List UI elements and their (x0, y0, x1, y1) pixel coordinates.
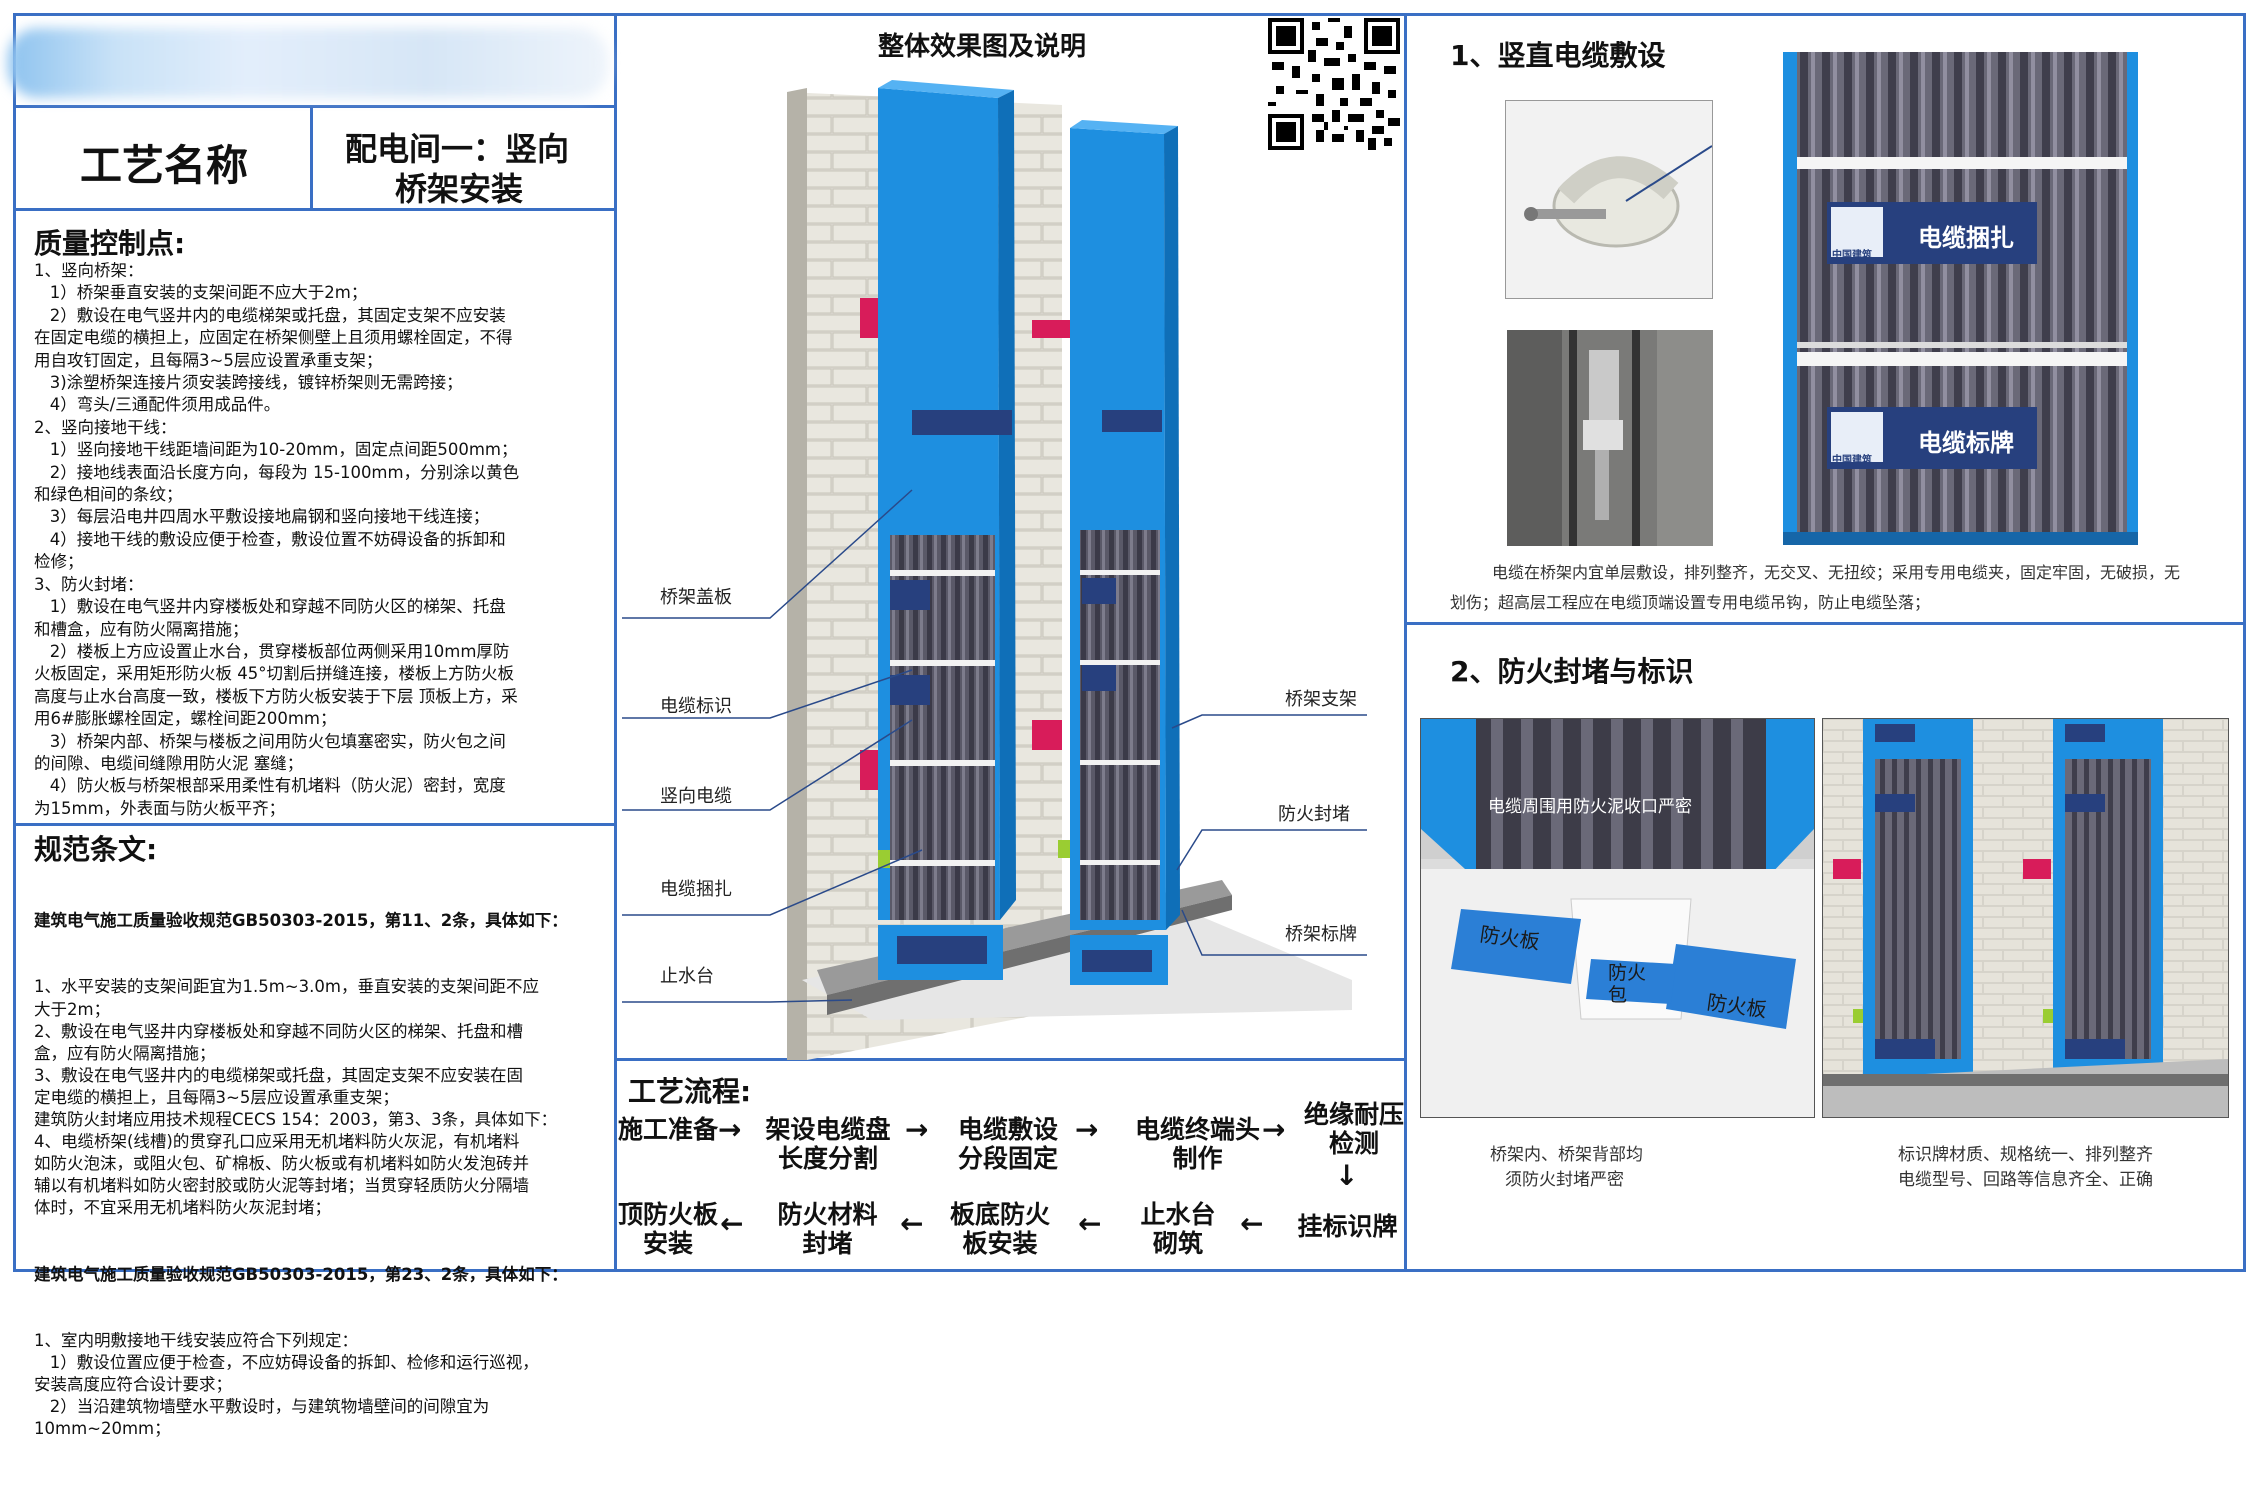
process-name-line2: 桥架安装 (395, 170, 524, 208)
section1-title: 1、竖直电缆敷设 (1450, 39, 1666, 72)
spec-line-3: 1、室内明敷接地干线安装应符合下列规定： 1）敷设位置应便于检查，不应妨碍设备的… (34, 1330, 539, 1439)
flow-arrow: ← (900, 1207, 924, 1240)
brand-label-1: 中国建筑 (1832, 250, 1872, 261)
section2-caption-right-2: 电缆型号、回路等信息齐全、正确 (1898, 1170, 2153, 1190)
flow-step-bottom-board: 板底防火 板安装 (949, 1200, 1050, 1258)
tray-rendering (622, 80, 1367, 1060)
center-title: 整体效果图及说明 (878, 32, 1087, 62)
spec-title: 规范条文: (34, 833, 158, 866)
quality-title: 质量控制点: (34, 227, 186, 260)
bundle-label: 电缆捆扎 (1918, 224, 2014, 252)
section2-caption-left-1: 桥架内、桥架背部均 (1490, 1145, 1643, 1165)
blurred-logo (8, 28, 608, 98)
flow-step-hang-label: 挂标识牌 (1297, 1212, 1398, 1241)
section2-title: 2、防火封堵与标识 (1450, 655, 1694, 688)
flow-arrow: → (718, 1113, 742, 1146)
board-mid-label: 防火 包 (1608, 962, 1647, 1006)
divider-header (13, 105, 615, 108)
flow-title: 工艺流程: (628, 1075, 752, 1108)
flow-arrow: → (1075, 1113, 1099, 1146)
callout-water-curb: 止水台 (660, 966, 714, 987)
flow-step-top-board: 顶防火板 安装 (618, 1200, 719, 1258)
spec-line-1: 1、水平安装的支架间距宜为1.5m~3.0m，垂直安装的支架间距不应 大于2m；… (34, 977, 558, 1218)
spec-line-0: 建筑电气施工质量验收规范GB50303-2015，第11、2条，具体如下： (34, 911, 568, 931)
photo-cable-bundle (1783, 52, 2138, 545)
divider-title (13, 208, 615, 211)
outer-frame (13, 13, 2246, 1272)
callout-firestop: 防火封堵 (1278, 804, 1350, 825)
page: 工艺名称 配电间一：竖向 桥架安装 质量控制点: 1、竖向桥架： 1）桥架垂直安… (8, 13, 2246, 1438)
callout-cover: 桥架盖板 (660, 587, 732, 608)
tray-left (860, 80, 1016, 980)
callout-bracket: 桥架支架 (1285, 689, 1357, 710)
firestop-note: 电缆周围用防火泥收口严密 (1488, 797, 1692, 817)
callout-lines (622, 489, 1367, 1003)
divider-left (614, 13, 617, 1272)
flow-arrow: → (905, 1113, 929, 1146)
flow-step-cable-reel: 架设电缆盘 长度分割 (765, 1115, 891, 1173)
divider-center-flow (614, 1058, 1405, 1061)
brand-label-2: 中国建筑 (1832, 455, 1872, 466)
spec-line-2: 建筑电气施工质量验收规范GB50303-2015，第23、2条，具体如下： (34, 1264, 568, 1284)
photo-identification (1822, 718, 2229, 1118)
flow-arrow: ← (720, 1207, 744, 1240)
divider-quality-spec (13, 823, 615, 826)
process-name-line1: 配电间一：竖向 (345, 130, 570, 168)
callout-tray-plate: 桥架标牌 (1285, 924, 1357, 945)
tag-label: 电缆标牌 (1918, 429, 2014, 457)
section2-caption-left-2: 须防火封堵严密 (1505, 1170, 1624, 1190)
photo-hanger (1507, 330, 1713, 546)
qr-code-icon (1268, 18, 1400, 150)
tray-right (1032, 120, 1180, 985)
flow-arrow: ← (1240, 1207, 1264, 1240)
flow-step-laying: 电缆敷设 分段固定 (957, 1115, 1058, 1173)
section2-caption-right-1: 标识牌材质、规格统一、排列整齐 (1898, 1145, 2153, 1165)
callout-cable-bundle: 电缆捆扎 (660, 879, 732, 900)
flow-step-insulation-test: 绝缘耐压 检测 (1303, 1100, 1404, 1158)
flow-arrow: ← (1078, 1207, 1102, 1240)
flow-step-curb: 止水台 砌筑 (1140, 1200, 1216, 1258)
flow-step-firestop-material: 防火材料 封堵 (777, 1200, 878, 1258)
process-label: 工艺名称 (80, 141, 249, 190)
divider-sections (1404, 622, 2246, 625)
flow-step-termination: 电缆终端头 制作 (1134, 1115, 1260, 1173)
callout-cable-id: 电缆标识 (660, 696, 732, 717)
flow-arrow: → (1262, 1113, 1286, 1146)
divider-right (1404, 13, 1407, 1272)
section1-caption-1: 电缆在桥架内宜单层敷设，排列整齐，无交叉、无扭绞；采用专用电缆夹，固定牢固，无破… (1492, 563, 2181, 582)
photo-clamp (1505, 100, 1713, 299)
flow-step-prepare: 施工准备 (618, 1115, 719, 1144)
divider-title-v (310, 105, 313, 209)
section1-caption-2: 划伤；超高层工程应在电缆顶端设置专用电缆吊钩，防止电缆坠落； (1450, 593, 1931, 612)
spec-text: 建筑电气施工质量验收规范GB50303-2015，第11、2条，具体如下： 1、… (34, 866, 609, 1485)
photo-firestop (1420, 718, 1815, 1118)
flow-arrow-down: ↓ (1335, 1159, 1359, 1192)
quality-text: 1、竖向桥架： 1）桥架垂直安装的支架间距不应大于2m； 2）敷设在电气竖井内的… (34, 261, 520, 818)
callout-vertical-cable: 竖向电缆 (660, 786, 732, 807)
